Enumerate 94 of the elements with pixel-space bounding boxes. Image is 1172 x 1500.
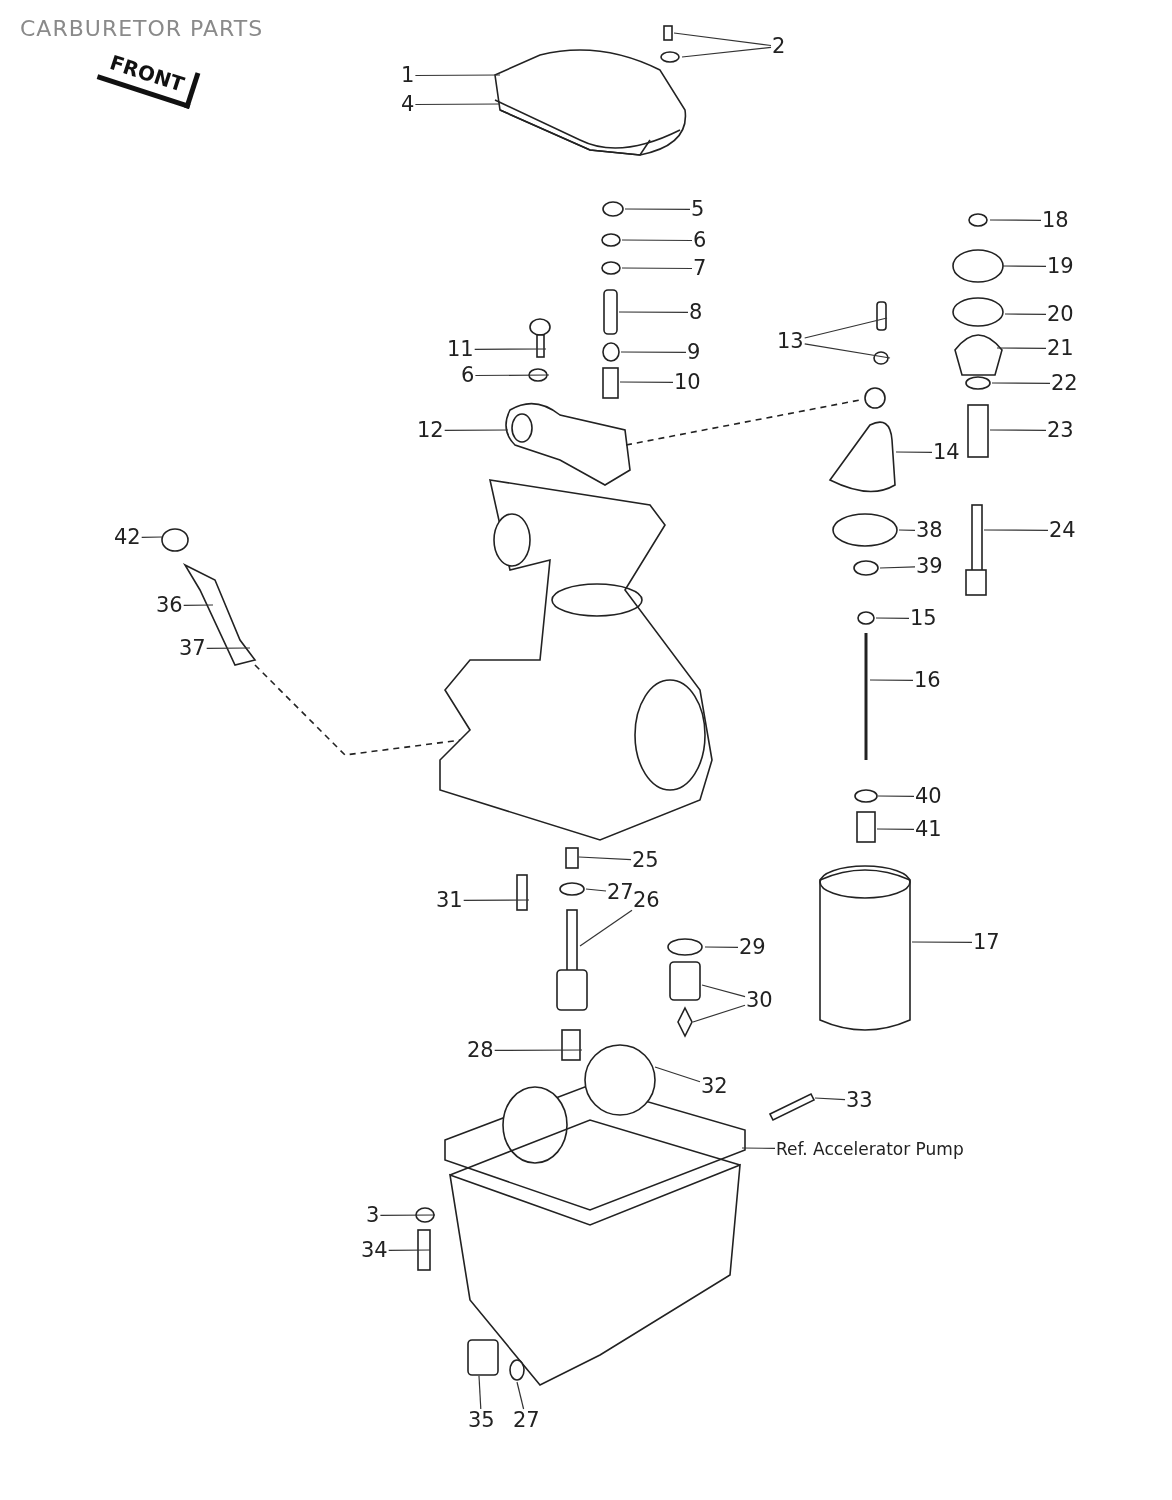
callout-number: 12: [416, 419, 445, 442]
callout-number: 27: [512, 1409, 541, 1432]
leader-line: [895, 451, 933, 453]
leader-line: [183, 604, 214, 606]
leader-line: [877, 795, 915, 797]
leader-line: [621, 267, 693, 270]
callout-number: 29: [738, 936, 767, 959]
callout-number: 4: [400, 93, 416, 116]
leader-line: [620, 351, 687, 353]
leader-line: [379, 1214, 436, 1216]
leader-line: [206, 647, 251, 649]
callout-number: 20: [1046, 303, 1075, 326]
callout-number: 42: [113, 526, 142, 549]
callout-number: 35: [467, 1409, 496, 1432]
leader-line: [474, 348, 547, 350]
callout-number: 6: [460, 364, 476, 387]
callout-number: 14: [932, 441, 961, 464]
leader-line: [804, 317, 888, 339]
leader-line: [814, 1097, 846, 1101]
callout-number: 13: [776, 330, 805, 353]
leader-line: [494, 1049, 583, 1051]
callout-number: 6: [692, 229, 708, 252]
title: CARBURETOR PARTS: [20, 16, 264, 41]
callout-number: 39: [915, 555, 944, 578]
callout-number: 15: [909, 607, 938, 630]
callout-number: 8: [688, 301, 704, 324]
leader-line: [624, 208, 691, 210]
callout-number: 32: [700, 1075, 729, 1098]
callout-number: 41: [914, 818, 943, 841]
callout-number: 3: [365, 1204, 381, 1227]
leader-line: [991, 382, 1051, 384]
leader-line: [1004, 313, 1047, 315]
leader-line: [414, 103, 501, 106]
leader-line: [516, 1381, 525, 1410]
leader-line: [898, 529, 916, 531]
leader-line: [996, 347, 1047, 349]
leader-line: [414, 74, 501, 77]
callout-number: 18: [1041, 209, 1070, 232]
callout-number: 26: [632, 889, 661, 912]
leader-line: [578, 856, 632, 861]
callout-number: 33: [845, 1089, 874, 1112]
leader-line: [692, 1004, 746, 1023]
callout-number: 2: [771, 35, 787, 58]
callout-number: 37: [178, 637, 207, 660]
leader-line: [474, 374, 550, 377]
callout-number: 19: [1046, 255, 1075, 278]
leader-line: [869, 679, 914, 681]
leader-line: [388, 1249, 431, 1251]
leader-line: [444, 429, 509, 431]
reference-note: Ref. Accelerator Pump: [775, 1140, 965, 1159]
leader-line: [673, 32, 772, 47]
callout-number: 9: [686, 341, 702, 364]
leader-line: [704, 946, 739, 948]
callout-number: 36: [155, 594, 184, 617]
leader-line: [876, 828, 915, 830]
leader-line: [989, 429, 1047, 431]
callout-number: 21: [1046, 337, 1075, 360]
leader-line: [741, 1147, 776, 1149]
callout-number: 5: [690, 198, 706, 221]
callout-number: 25: [631, 849, 660, 872]
callout-number: 23: [1046, 419, 1075, 442]
leader-line: [621, 239, 693, 242]
callout-number: 24: [1048, 519, 1077, 542]
leader-line: [804, 343, 891, 359]
leader-line: [478, 1375, 482, 1410]
leader-line: [879, 566, 916, 569]
callout-number: 30: [745, 989, 774, 1012]
callout-number: 1: [400, 64, 416, 87]
callout-number: 34: [360, 1239, 389, 1262]
callout-number: 27: [606, 881, 635, 904]
leader-line: [875, 617, 910, 619]
leader-line: [911, 941, 973, 943]
callout-number: 17: [972, 931, 1001, 954]
leader-line: [618, 311, 689, 313]
leader-line: [654, 1066, 701, 1083]
callout-number: 11: [446, 338, 475, 361]
callout-number: 28: [466, 1039, 495, 1062]
callout-number: 31: [435, 889, 464, 912]
leader-line: [1002, 265, 1047, 267]
leader-line: [619, 381, 674, 383]
leader-line: [585, 888, 607, 892]
callout-number: 16: [913, 669, 942, 692]
leader-line: [983, 529, 1049, 531]
callout-number: 22: [1050, 372, 1079, 395]
callout-number: 38: [915, 519, 944, 542]
leader-line: [989, 219, 1042, 221]
callout-number: 10: [673, 371, 702, 394]
leader-line: [579, 909, 633, 947]
leader-line: [141, 536, 163, 538]
callout-number: 7: [692, 257, 708, 280]
leader-line: [463, 899, 530, 901]
leader-line: [681, 46, 772, 58]
leader-line: [701, 984, 746, 998]
callout-number: 40: [914, 785, 943, 808]
